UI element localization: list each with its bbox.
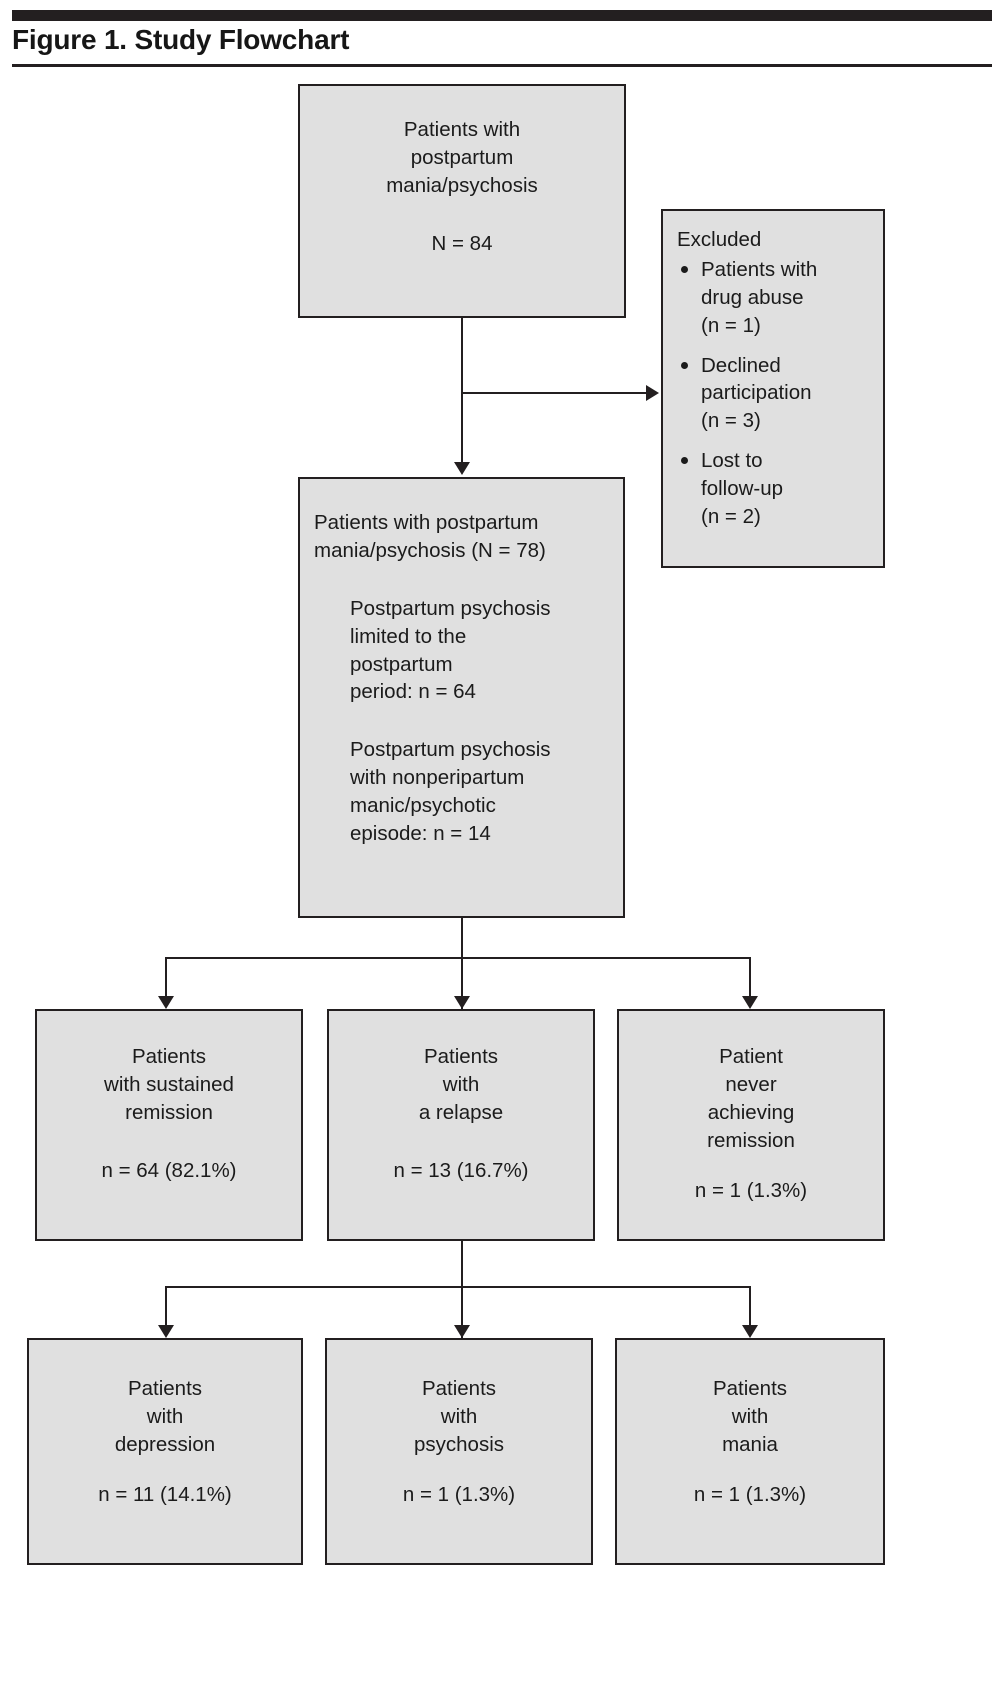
relapse-line-1: Patients [423, 1045, 499, 1068]
relapse-line-2: with [442, 1072, 480, 1096]
arrow-to-never-remission [742, 996, 758, 1009]
relapse-count: n = 13 (16.7%) [393, 1158, 529, 1182]
included-sub2-line-2: with nonperipartum [350, 766, 525, 790]
title-underline [12, 64, 992, 67]
arrow-to-mania [742, 1325, 758, 1338]
bullet-dot-icon [681, 457, 688, 465]
never-remission-line-3: achieving [707, 1100, 795, 1124]
enrolled-count: N = 84 [431, 231, 493, 255]
node-psychosis: Patients with psychosis n = 1 (1.3%) [325, 1338, 593, 1565]
arrow-to-psychosis [454, 1325, 470, 1338]
arrow-to-remission [158, 996, 174, 1009]
excluded-heading: Excluded [677, 228, 762, 251]
excluded-reason-3-line-3: (n = 2) [701, 504, 761, 528]
enrolled-line-2: postpartum [410, 145, 514, 169]
psychosis-line-3: psychosis [413, 1432, 504, 1456]
remission-line-3: remission [125, 1100, 213, 1124]
mania-count: n = 1 (1.3%) [693, 1482, 807, 1506]
included-sub2-line-4: episode: n = 14 [350, 821, 491, 845]
never-remission-line-2: never [725, 1072, 777, 1096]
bullet-dot-icon [681, 265, 688, 273]
excluded-reason-item: Declined participation (n = 3) [677, 352, 869, 436]
connector-outcome-bus [165, 957, 751, 959]
connector-relapse-bus [165, 1286, 751, 1288]
excluded-reason-1-line-2: drug abuse [701, 285, 804, 309]
top-rule [12, 10, 992, 21]
included-sub1-line-2: limited to the [350, 624, 467, 648]
arrow-enrolled-to-included [454, 462, 470, 475]
connector-to-never-remission [749, 957, 751, 1002]
node-included: Patients with postpartum mania/psychosis… [298, 477, 625, 918]
included-subgroup-1: Postpartum psychosis limited to the post… [314, 595, 609, 707]
never-remission-line-1: Patient [719, 1045, 783, 1068]
depression-line-3: depression [114, 1432, 216, 1456]
remission-line-1: Patients [131, 1045, 207, 1068]
connector-included-trunk [461, 918, 463, 1038]
node-remission: Patients with sustained remission n = 64… [35, 1009, 303, 1241]
included-sub1-line-1: Postpartum psychosis [350, 596, 551, 620]
mania-line-1: Patients [712, 1377, 788, 1400]
connector-relapse-trunk [461, 1241, 463, 1346]
psychosis-count: n = 1 (1.3%) [402, 1482, 516, 1506]
included-sub1-line-3: postpartum [350, 652, 453, 676]
arrow-to-excluded [646, 385, 659, 401]
included-sub2-line-3: manic/psychotic [350, 794, 496, 817]
included-subgroup-2: Postpartum psychosis with nonperipartum … [314, 736, 609, 848]
included-sub2-line-1: Postpartum psychosis [350, 738, 551, 762]
mania-line-3: mania [722, 1432, 778, 1456]
relapse-line-3: a relapse [418, 1100, 504, 1124]
remission-line-2: with sustained [104, 1072, 234, 1096]
never-remission-count: n = 1 (1.3%) [694, 1178, 808, 1202]
excluded-reason-1-line-3: (n = 1) [701, 313, 761, 337]
enrolled-line-3: mania/psychosis [386, 173, 538, 197]
included-sub1-line-4: period: n = 64 [350, 680, 476, 704]
enrolled-line-1: Patients with [403, 118, 521, 141]
excluded-reason-1-line-1: Patients with [701, 257, 818, 281]
psychosis-line-2: with [440, 1404, 478, 1428]
psychosis-line-1: Patients [421, 1377, 497, 1400]
node-mania: Patients with mania n = 1 (1.3%) [615, 1338, 885, 1565]
depression-count: n = 11 (14.1%) [98, 1482, 232, 1506]
depression-line-1: Patients [127, 1377, 203, 1400]
excluded-reason-item: Patients with drug abuse (n = 1) [677, 256, 869, 340]
connector-to-remission [165, 957, 167, 1002]
included-head-line-2: mania/psychosis (N = 78) [314, 538, 546, 562]
never-remission-line-4: remission [707, 1128, 795, 1152]
depression-line-2: with [146, 1404, 184, 1428]
arrow-to-depression [158, 1325, 174, 1338]
mania-line-2: with [731, 1404, 769, 1428]
included-head-line-1: Patients with postpartum [314, 511, 539, 534]
excluded-reason-2-line-2: participation [701, 381, 812, 405]
excluded-reason-3-line-2: follow-up [701, 477, 784, 500]
excluded-reason-2-line-3: (n = 3) [701, 409, 761, 433]
node-never-remission: Patient never achieving remission n = 1 … [617, 1009, 885, 1241]
node-excluded: Excluded Patients with drug abuse (n = 1… [661, 209, 885, 568]
arrow-to-relapse [454, 996, 470, 1009]
connector-enrolled-to-excluded [461, 392, 646, 394]
node-depression: Patients with depression n = 11 (14.1%) [27, 1338, 303, 1565]
node-enrolled: Patients with postpartum mania/psychosis… [298, 84, 626, 318]
excluded-reason-2-line-1: Declined [701, 353, 781, 377]
remission-count: n = 64 (82.1%) [101, 1158, 237, 1182]
node-relapse: Patients with a relapse n = 13 (16.7%) [327, 1009, 595, 1241]
connector-to-depression [165, 1286, 167, 1331]
connector-to-mania [749, 1286, 751, 1331]
figure-title: Figure 1. Study Flowchart [12, 24, 350, 55]
excluded-reason-list: Patients with drug abuse (n = 1) Decline… [677, 256, 869, 531]
bullet-dot-icon [681, 361, 688, 369]
excluded-reason-3-line-1: Lost to [701, 449, 763, 473]
excluded-reason-item: Lost to follow-up (n = 2) [677, 447, 869, 531]
